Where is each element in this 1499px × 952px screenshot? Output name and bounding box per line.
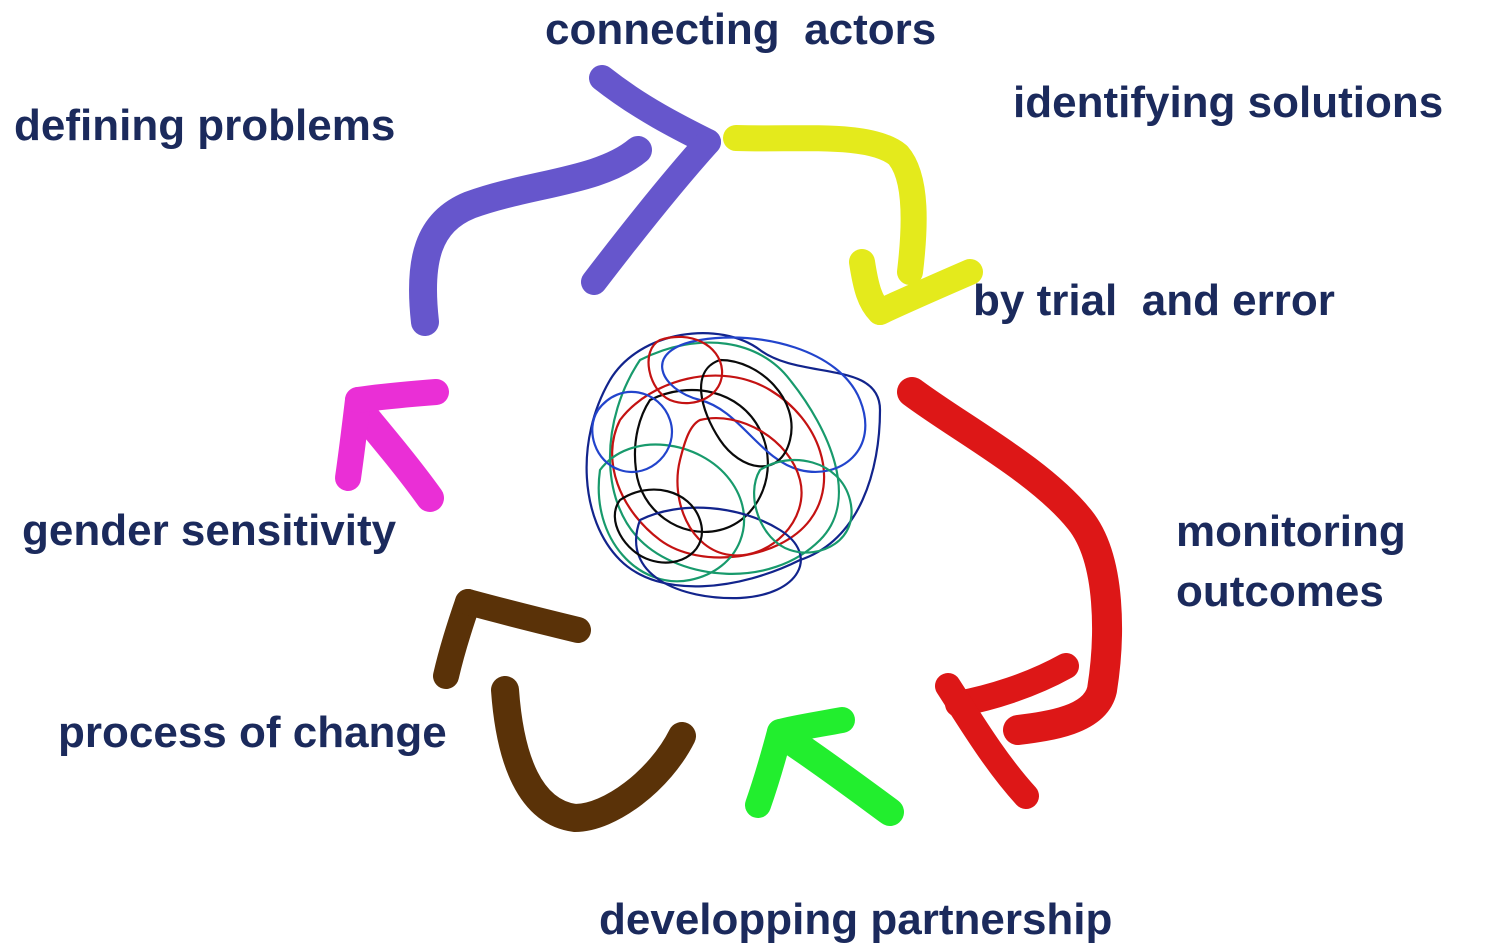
purple-arrow-icon: [409, 65, 721, 336]
magenta-arrow-icon: [335, 379, 449, 512]
label-trial-and-error: by trial and error: [973, 276, 1335, 325]
label-identifying-solutions: identifying solutions: [1013, 78, 1444, 127]
label-defining-problems: defining problems: [14, 101, 396, 150]
green-arrow-icon: [745, 707, 904, 826]
yellow-arrow-icon: [723, 125, 983, 325]
label-connecting-actors: connecting actors: [545, 5, 937, 54]
label-gender-sensitivity: gender sensitivity: [22, 506, 397, 555]
label-developing-partnership: developping partnership: [599, 895, 1113, 944]
label-process-of-change: process of change: [58, 708, 447, 757]
scribble-tangle-icon: [585, 332, 882, 600]
brown-arrow-icon: [433, 589, 696, 832]
red-arrow-icon: [897, 377, 1122, 809]
label-monitoring-outcomes: monitoring outcomes: [1176, 507, 1406, 616]
